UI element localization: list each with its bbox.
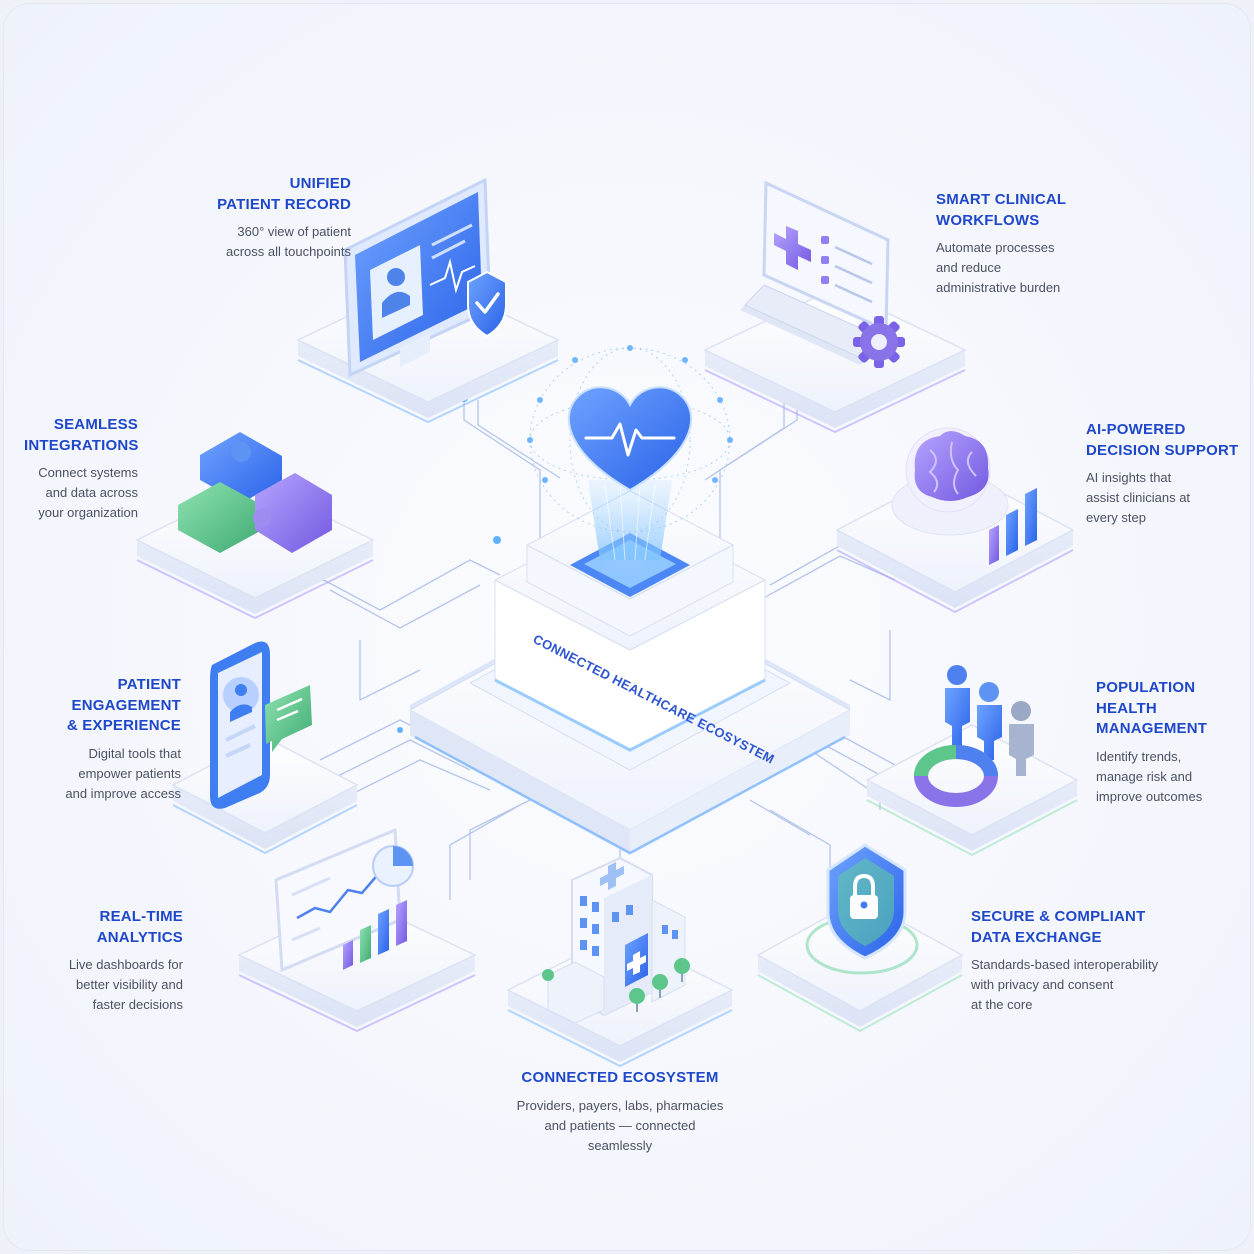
puzzle-icon xyxy=(178,432,332,553)
node-connected-ecosystem: CONNECTED ECOSYSTEM Providers, payers, l… xyxy=(490,1068,750,1156)
heart-pulse-icon xyxy=(567,386,693,492)
bar-chart-icon xyxy=(989,488,1037,565)
central-hub: CONNECTED HEALTHCARE ECOSYSTEM xyxy=(408,345,852,855)
donut-chart-icon xyxy=(914,745,998,807)
lock-shield-icon xyxy=(805,843,919,975)
line-chart-icon xyxy=(274,827,414,973)
medical-cross-icon xyxy=(774,226,811,270)
shield-check-icon xyxy=(467,270,507,338)
monitor-icon xyxy=(343,177,492,378)
hospital-icon xyxy=(542,856,690,1024)
gear-icon xyxy=(853,316,905,368)
node-title: CONNECTED ECOSYSTEM xyxy=(521,1069,719,1086)
node-title: PATIENT ENGAGEMENT& EXPERIENCE xyxy=(66,676,181,734)
diagram-frame: CONNECTED HEALTHCARE ECOSYSTEM xyxy=(4,4,1250,1250)
chat-bubble-icon xyxy=(265,685,312,752)
brain-icon xyxy=(891,427,1009,536)
connection-lines xyxy=(319,398,901,900)
people-icon xyxy=(945,665,1034,776)
node-patient-engagement: PATIENT ENGAGEMENT& EXPERIENCE Digital t… xyxy=(14,675,181,804)
laptop-icon xyxy=(740,180,890,365)
ecosystem-illustration: CONNECTED HEALTHCARE ECOSYSTEM xyxy=(135,177,1079,1068)
smartphone-icon xyxy=(210,641,270,809)
